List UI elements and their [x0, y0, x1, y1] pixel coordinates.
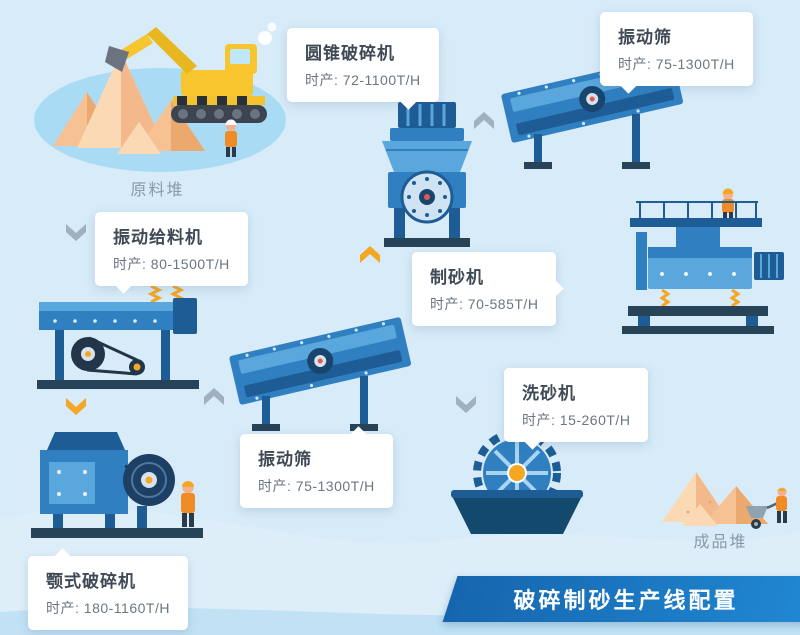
equipment-rate: 时产: 80-1500T/H — [113, 256, 230, 272]
cone-crusher-icon — [382, 102, 472, 247]
equipment-rate: 时产: 75-1300T/H — [618, 56, 735, 72]
callout-jaw-crusher: 颚式破碎机 时产: 180-1160T/H — [28, 548, 188, 630]
vibrating-feeder-illustration — [33, 276, 218, 401]
worker-icon — [722, 188, 734, 219]
callout-vibrating-screen-top: 振动筛 时产: 75-1300T/H — [600, 12, 753, 94]
vibrating-screen-icon — [229, 317, 411, 431]
equipment-rate: 时产: 72-1100T/H — [305, 72, 421, 88]
worker-icon — [181, 481, 195, 527]
vibrating-feeder-icon — [37, 284, 199, 389]
flow-arrow-up-icon — [474, 112, 494, 134]
jaw-crusher-illustration — [25, 418, 215, 553]
callout-vibrating-feeder: 振动给料机 时产: 80-1500T/H — [95, 212, 248, 294]
jaw-crusher-icon — [31, 432, 203, 538]
equipment-rate: 时产: 70-585T/H — [430, 296, 539, 312]
equipment-rate: 时产: 15-260T/H — [522, 412, 631, 428]
worker-icon — [225, 119, 237, 157]
vibrating-screen-mid-illustration — [220, 298, 420, 438]
product-pile-scene: 成品堆 — [648, 442, 793, 557]
sand-maker-icon — [622, 188, 784, 334]
sand-washer-illustration — [445, 426, 585, 546]
title-banner: 破碎制砂生产线配置 — [442, 576, 800, 622]
equipment-name: 振动筛 — [258, 450, 312, 469]
equipment-name: 圆锥破碎机 — [305, 44, 395, 63]
product-pile-illustration — [662, 472, 787, 529]
equipment-name: 洗砂机 — [522, 384, 576, 403]
flow-arrow-up-icon — [360, 246, 380, 268]
equipment-name: 制砂机 — [430, 268, 484, 287]
cone-crusher-illustration — [368, 100, 488, 255]
equipment-name: 振动筛 — [618, 28, 672, 47]
callout-sand-washer: 洗砂机 时产: 15-260T/H — [504, 368, 649, 450]
raw-pile-label: 原料堆 — [130, 182, 185, 199]
product-pile-label: 成品堆 — [693, 534, 748, 551]
sand-washer-icon — [451, 429, 583, 534]
callout-vibrating-screen-mid: 振动筛 时产: 75-1300T/H — [240, 426, 393, 508]
flow-arrow-down-icon — [456, 396, 476, 418]
page-title: 破碎制砂生产线配置 — [513, 588, 739, 613]
flow-arrow-up-icon — [204, 388, 224, 410]
raw-material-pile-scene: 原料堆 — [25, 8, 290, 203]
equipment-name: 振动给料机 — [113, 228, 203, 247]
flow-arrow-down-icon — [66, 224, 86, 246]
sand-maker-illustration — [590, 186, 790, 341]
callout-sand-maker: 制砂机 时产: 70-585T/H — [412, 252, 565, 326]
equipment-name: 颚式破碎机 — [46, 572, 136, 591]
flow-arrow-down-icon — [66, 398, 86, 420]
equipment-rate: 时产: 180-1160T/H — [46, 600, 170, 616]
raw-material-pile-illustration — [34, 22, 286, 172]
excavator-icon — [105, 22, 277, 123]
callout-cone-crusher: 圆锥破碎机 时产: 72-1100T/H — [287, 28, 439, 110]
equipment-rate: 时产: 75-1300T/H — [258, 478, 375, 494]
worker-with-cart-icon — [746, 487, 787, 529]
